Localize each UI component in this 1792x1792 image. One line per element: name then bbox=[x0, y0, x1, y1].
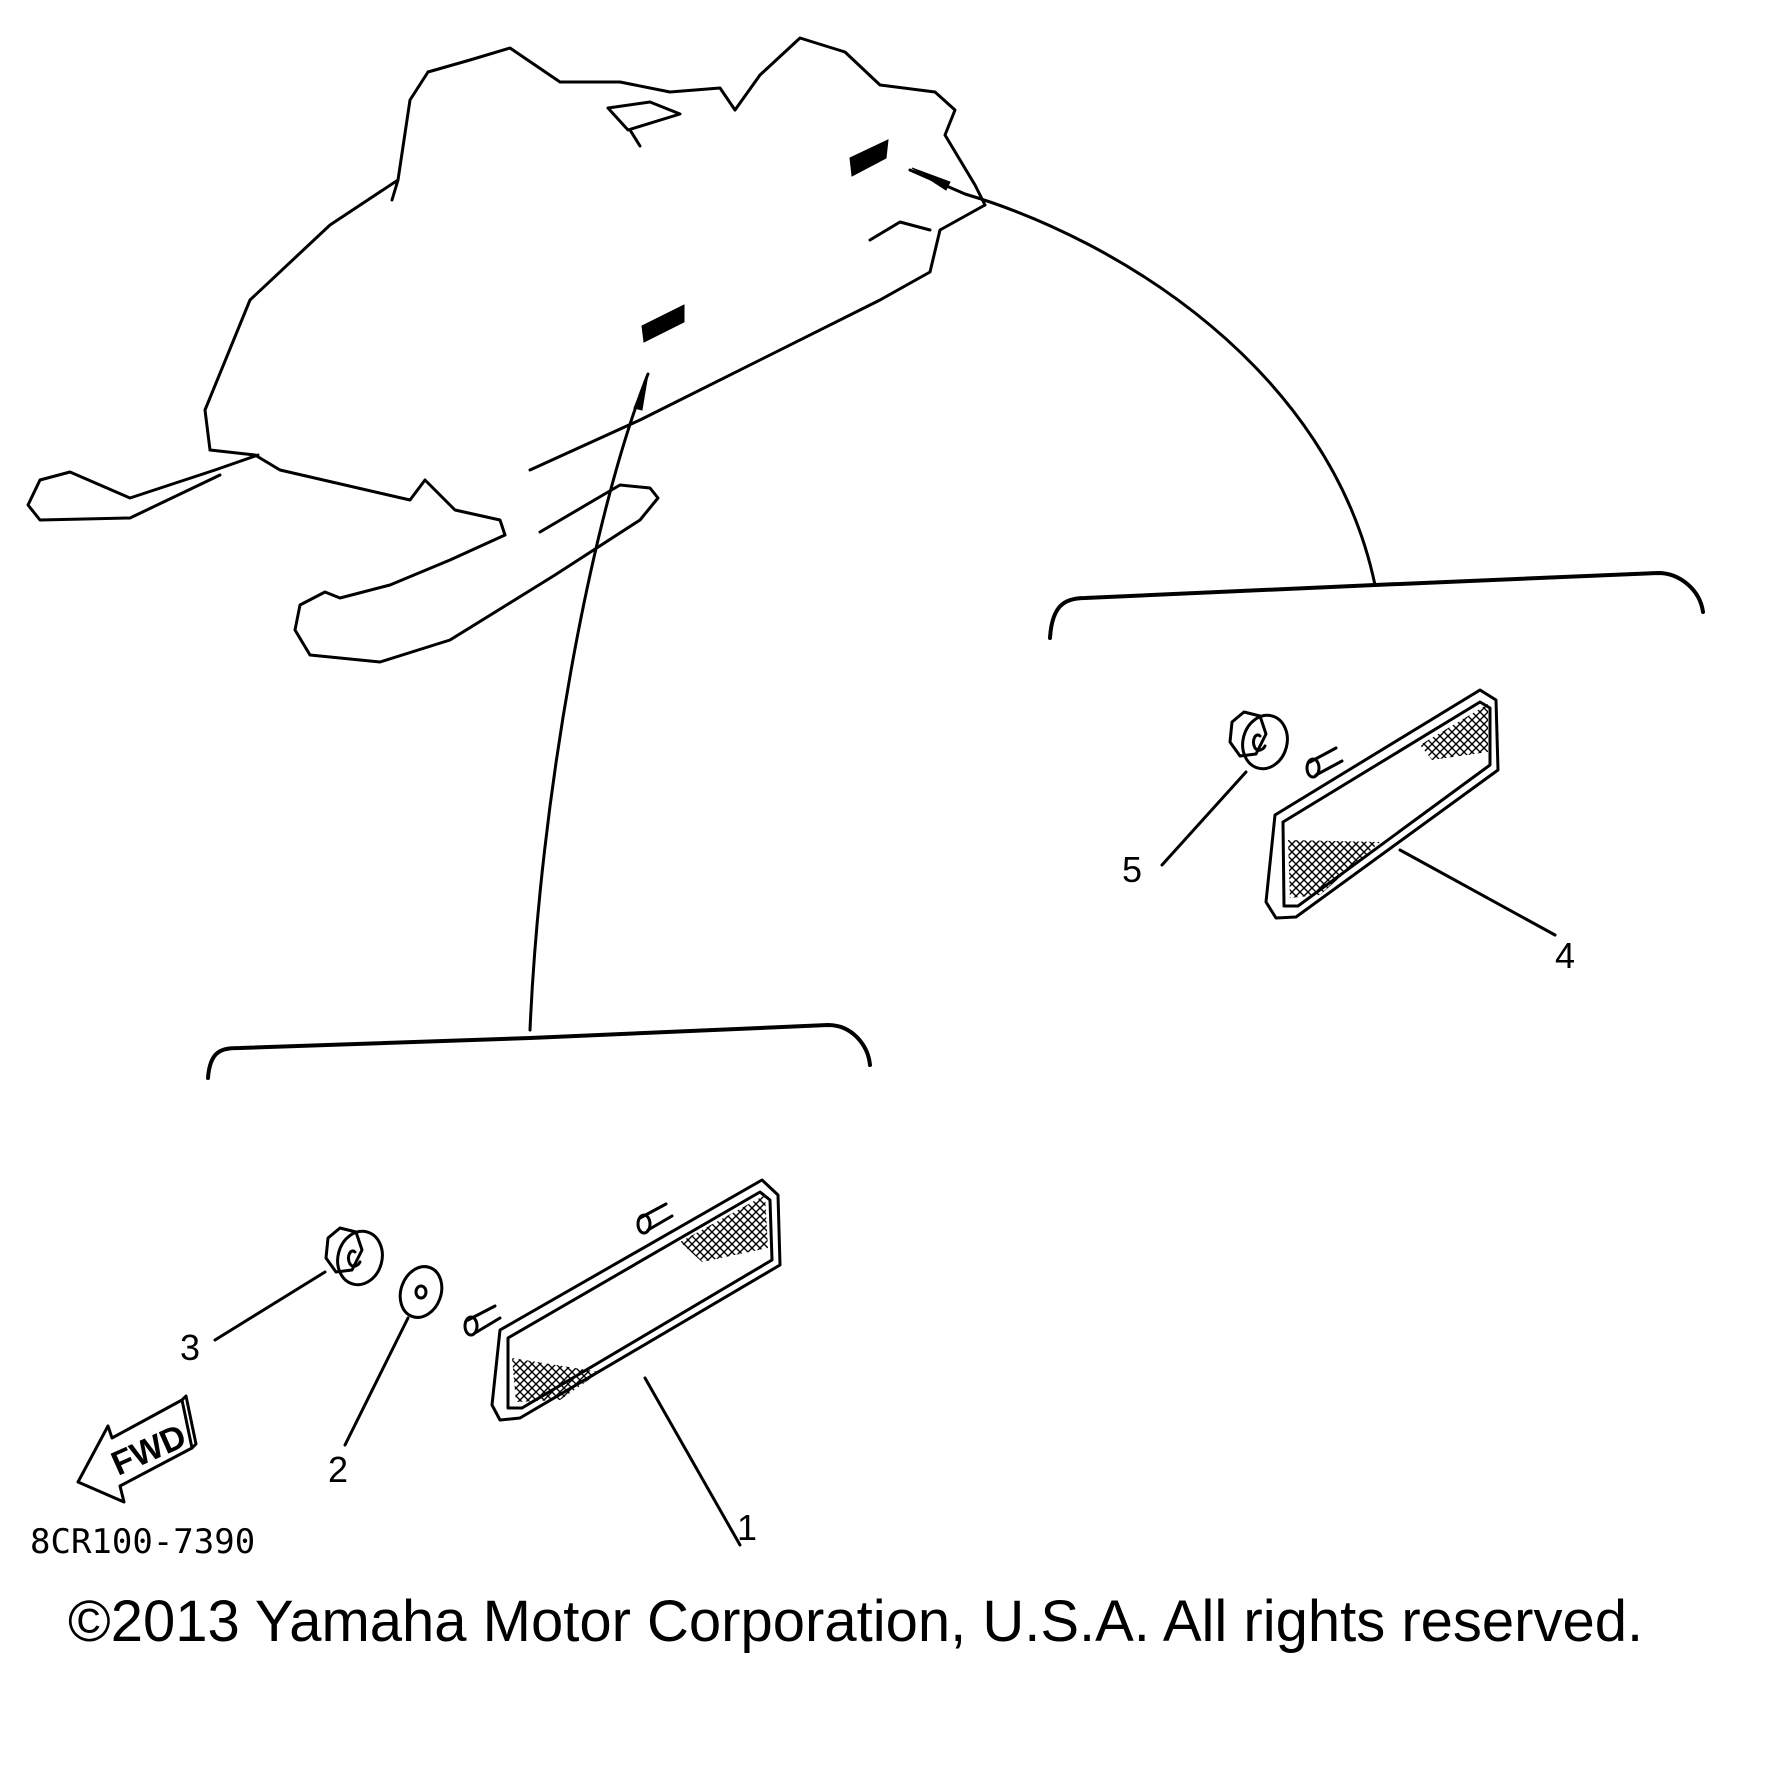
leader-lines bbox=[528, 167, 1377, 1032]
callout-4: 4 bbox=[1555, 935, 1575, 976]
fwd-label: FWD bbox=[106, 1417, 192, 1483]
bracket-rear-group bbox=[1048, 571, 1705, 640]
reflector-rear-part bbox=[1264, 688, 1500, 920]
nut-part-3 bbox=[324, 1226, 384, 1287]
fwd-arrow-icon: FWD bbox=[76, 1394, 198, 1504]
callout-3: 3 bbox=[180, 1327, 200, 1368]
callout-2: 2 bbox=[328, 1449, 348, 1490]
washer-part bbox=[398, 1265, 444, 1319]
reflector-position-mark-rear bbox=[849, 139, 889, 177]
snowmobile-outline bbox=[26, 36, 987, 664]
callout-1: 1 bbox=[737, 1507, 757, 1548]
reflector-front-part bbox=[463, 1178, 782, 1422]
callout-5: 5 bbox=[1122, 849, 1142, 890]
copyright-notice: ©2013 Yamaha Motor Corporation, U.S.A. A… bbox=[68, 1589, 1644, 1654]
diagram-part-code: 8CR100-7390 bbox=[30, 1522, 256, 1562]
reflector-position-mark-front bbox=[641, 304, 685, 343]
callout-leaders bbox=[213, 770, 1557, 1547]
bracket-front-group bbox=[206, 1023, 872, 1080]
nut-part-5 bbox=[1228, 710, 1289, 771]
